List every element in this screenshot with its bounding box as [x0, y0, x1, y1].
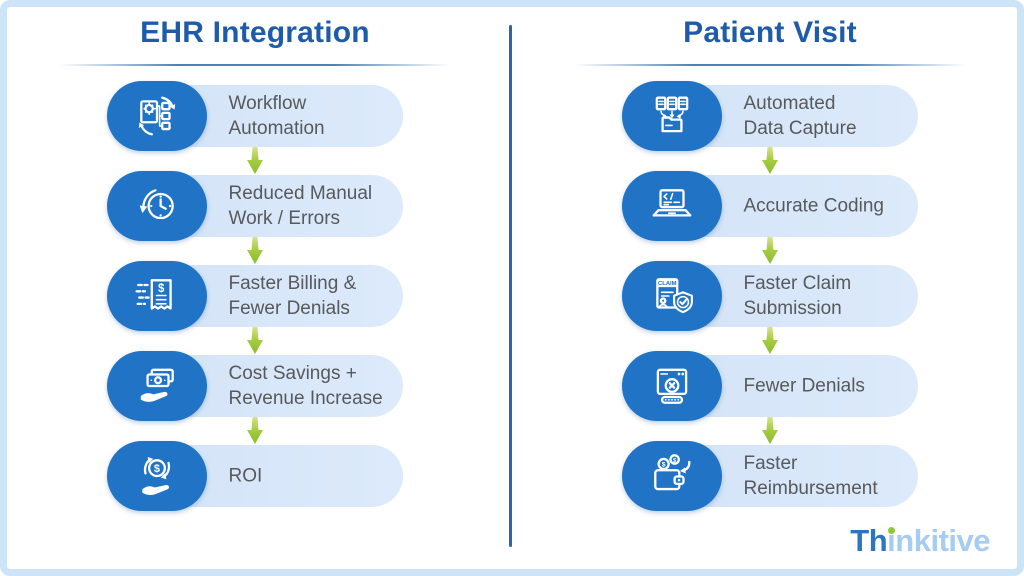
center-divider-line [509, 25, 512, 547]
claim-icon-text: CLAIM [658, 281, 677, 287]
down-arrow-icon [762, 417, 778, 444]
flow-step-roi: $ ROI [106, 441, 403, 511]
down-arrow-icon [762, 237, 778, 264]
svg-text:$: $ [673, 458, 677, 464]
arrow-gap [758, 327, 782, 355]
column-title: EHR Integration [140, 16, 370, 49]
logo-part-th: Th [850, 523, 888, 558]
fewer-denials-icon [621, 351, 722, 421]
faster-claim-submission-icon: CLAIM [621, 261, 722, 331]
faster-billing-icon: $ [106, 261, 207, 331]
flow-step-fewer-denials: Fewer Denials [621, 351, 918, 421]
flow-steps: Workflow Automation [30, 81, 480, 511]
flow-step-automated-data-capture: Automated Data Capture [621, 81, 918, 151]
flow-steps: Automated Data Capture [545, 81, 995, 511]
flow-step-label: ROI [228, 465, 263, 487]
flow-step-label: Cost Savings + Revenue Increase [228, 363, 383, 409]
workflow-automation-icon [106, 81, 207, 151]
flow-step-accurate-coding: Accurate Coding [621, 171, 918, 241]
flow-step-label: Workflow Automation [228, 93, 325, 139]
accurate-coding-icon [621, 171, 722, 241]
arrow-gap [758, 237, 782, 265]
flow-step-workflow-automation: Workflow Automation [106, 81, 403, 151]
cost-savings-icon [106, 351, 207, 421]
logo-letter-i: ı [887, 523, 896, 558]
flow-step-faster-claim-submission: CLAIM Faster Claim Submission [621, 261, 918, 331]
svg-text:$: $ [157, 283, 164, 295]
flow-step-label: Automated Data Capture [743, 93, 857, 139]
title-underline [575, 64, 965, 66]
logo-part-nkitive: nkitive [895, 523, 990, 558]
column-ehr-integration: EHR Integration [30, 14, 480, 511]
flow-step-faster-reimbursement: $ $ Faster Reimbursement [621, 441, 918, 511]
title-underline [60, 64, 450, 66]
arrow-gap [758, 147, 782, 175]
column-patient-visit: Patient Visit [545, 14, 995, 511]
flow-step-label: Faster Billing & Fewer Denials [228, 273, 357, 319]
reduced-manual-work-icon [106, 171, 207, 241]
down-arrow-icon [247, 147, 263, 174]
flow-step-label: Faster Reimbursement [743, 453, 878, 499]
svg-text:$: $ [661, 462, 665, 469]
roi-icon: $ [106, 441, 207, 511]
flow-step-reduced-manual-work: Reduced Manual Work / Errors [106, 171, 403, 241]
arrow-gap [243, 417, 267, 445]
down-arrow-icon [762, 327, 778, 354]
flow-step-faster-billing: $ Faster Billing & Fewer Denials [106, 261, 403, 331]
flow-step-label: Faster Claim Submission [743, 273, 852, 319]
flow-step-label: Fewer Denials [743, 375, 865, 397]
flow-step-cost-savings: Cost Savings + Revenue Increase [106, 351, 403, 421]
svg-text:$: $ [153, 463, 159, 475]
logo-i-stem: ı [887, 523, 896, 558]
down-arrow-icon [762, 147, 778, 174]
arrow-gap [243, 147, 267, 175]
automated-data-capture-icon [621, 81, 722, 151]
down-arrow-icon [247, 327, 263, 354]
column-title: Patient Visit [683, 16, 857, 49]
down-arrow-icon [247, 417, 263, 444]
arrow-gap [243, 327, 267, 355]
faster-reimbursement-icon: $ $ [621, 441, 722, 511]
arrow-gap [243, 237, 267, 265]
flow-step-label: Accurate Coding [743, 195, 884, 217]
arrow-gap [758, 417, 782, 445]
down-arrow-icon [247, 237, 263, 264]
logo-i-dot [888, 527, 896, 534]
flow-step-label: Reduced Manual Work / Errors [228, 183, 373, 229]
